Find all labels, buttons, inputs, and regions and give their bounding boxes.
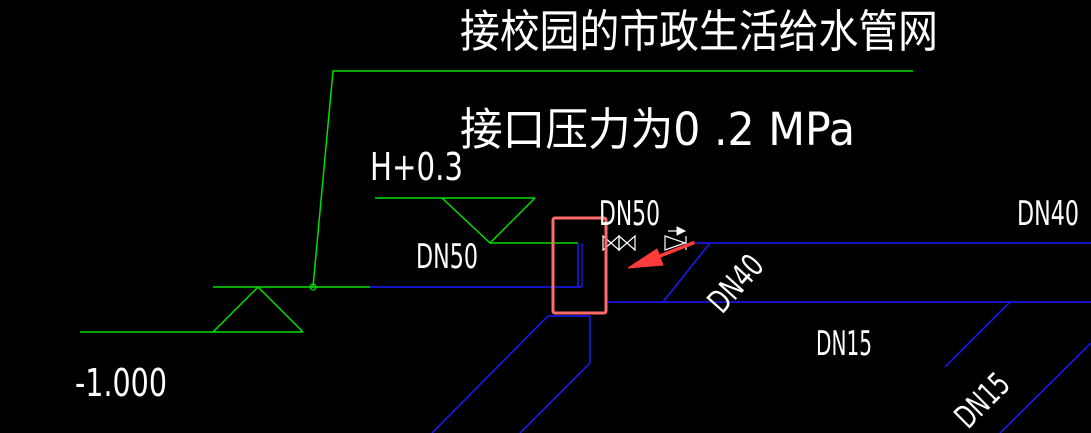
pipe-label-dn50-top: DN50 [599, 194, 660, 234]
valves [602, 226, 687, 252]
leader-lines [80, 70, 913, 333]
elevation-label-upper: H+0.3 [370, 145, 463, 189]
pipe-label-dn40-right: DN40 [1017, 194, 1079, 234]
diagonal-pipe-left [431, 315, 549, 433]
elevation-label-lower: -1.000 [75, 361, 167, 405]
leader-line [312, 70, 913, 288]
flow-arrow-small-icon [676, 226, 687, 236]
pipe-label-dn15-mid: DN15 [816, 324, 872, 364]
note-title-line1: 接校园的市政生活给水管网 [460, 5, 938, 58]
diagonal-pipe-right [999, 342, 1091, 433]
pipe-label-dn50-left: DN50 [416, 237, 478, 277]
pipe-label-dn40-diagonal: DN40 [700, 247, 772, 321]
dn15-diagonal-pipe [944, 301, 1011, 368]
pipe-label-dn15-diagonal: DN15 [947, 365, 1018, 433]
check-valve-icon [664, 235, 687, 251]
pipe-network [370, 242, 1091, 433]
pointer-arrow-icon [627, 241, 695, 269]
gate-valve-icon [618, 234, 636, 252]
highlight-box [551, 216, 608, 315]
note-title-line2: 接口压力为0 .2 MPa [460, 103, 855, 156]
diagonal-pipe-mid [519, 362, 591, 433]
dn40-diagonal-pipe [662, 242, 711, 303]
lower-elevation-triangle [212, 285, 304, 333]
